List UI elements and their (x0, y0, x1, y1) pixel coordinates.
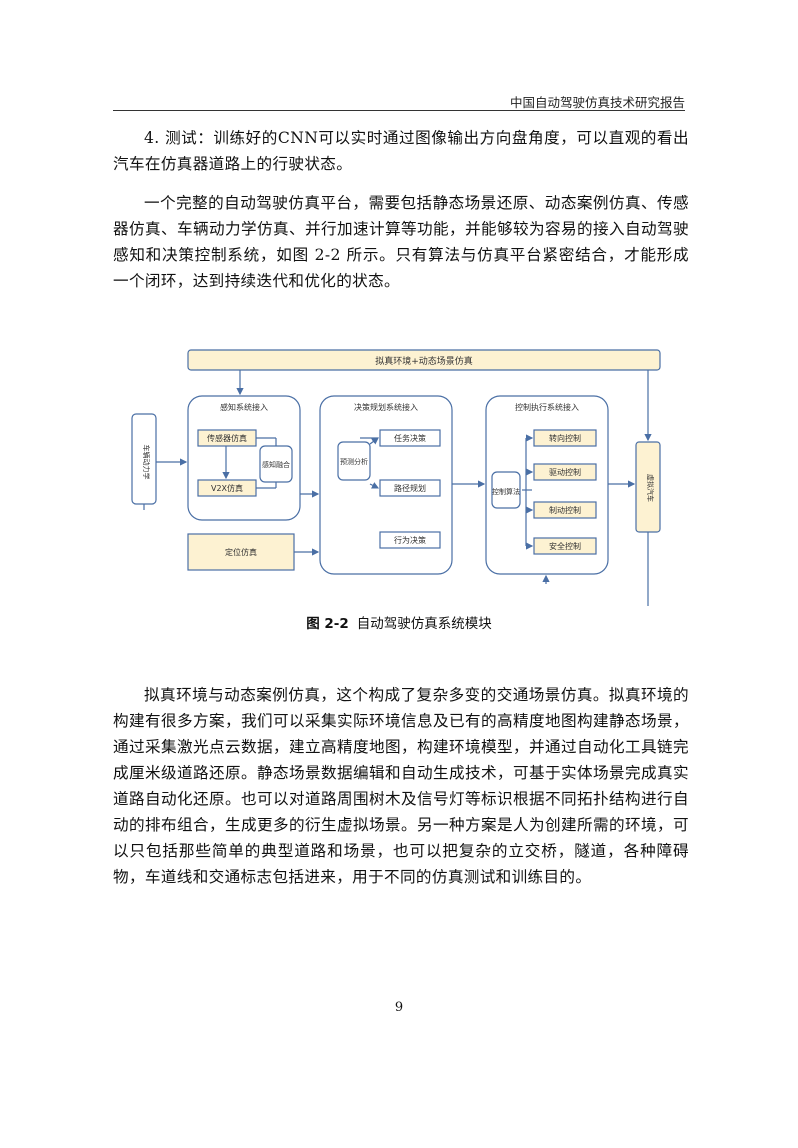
brake-box (533, 501, 597, 519)
top-bar-label: 拟真环境+动态场景仿真 (375, 355, 473, 367)
control-title: 控制执行系统接入 (515, 402, 579, 412)
task-decision-label: 任务决策 (394, 433, 426, 443)
brake-label: 制动控制 (549, 505, 581, 515)
vehicle-dynamics-label: 车辆动力学 (142, 445, 151, 480)
decision-title: 决策规划系统接入 (354, 402, 418, 412)
path-plan-box (379, 479, 441, 497)
header-title: 中国自动驾驶仿真技术研究报告 (509, 95, 685, 110)
figure-caption: 图 2-2 自动驾驶仿真系统模块 (0, 612, 798, 632)
path-plan-label: 路径规划 (394, 483, 426, 493)
predict-box (337, 441, 371, 481)
drive-label: 驱动控制 (549, 467, 581, 477)
page-number: 9 (394, 1000, 404, 1015)
fusion-label: 感知融合 (262, 460, 290, 469)
predict-label: 预测分析 (340, 457, 368, 466)
perception-group (187, 395, 301, 521)
safety-label: 安全控制 (549, 541, 581, 551)
paragraph-environment: 拟真环境与动态案例仿真，这个构成了复杂多变的交通场景仿真。拟真环境的构建有很多方… (113, 686, 689, 886)
paragraph-test-step: 4. 测试：训练好的CNN可以实时通过图像输出方向盘角度，可以直观的看出汽车在仿… (113, 129, 689, 173)
behavior-label: 行为决策 (394, 535, 426, 545)
control-algo-box (491, 471, 521, 509)
behavior-box (379, 531, 441, 549)
sensor-sim-label: 传感器仿真 (207, 433, 247, 443)
control-group (485, 395, 609, 575)
control-algo-label: 控制算法 (492, 487, 520, 496)
task-decision-box (379, 429, 441, 447)
figure-number: 图 2-2 (306, 616, 349, 632)
safety-box (533, 537, 597, 555)
top-bar-box (187, 349, 661, 371)
positioning-box (187, 533, 295, 571)
perception-title: 感知系统接入 (220, 402, 268, 412)
positioning-label: 定位仿真 (225, 547, 257, 557)
paragraph-platform: 一个完整的自动驾驶仿真平台，需要包括静态场景还原、动态案例仿真、传感器仿真、车辆… (113, 194, 689, 290)
decision-group (319, 395, 453, 575)
system-module-diagram: 拟真环境+动态场景仿真 感知系统接入 传感器仿真 V2X仿真 感知融合 定位仿真… (131, 349, 661, 606)
header-rule (113, 110, 685, 111)
steer-box (533, 429, 597, 447)
v2x-sim-label: V2X仿真 (211, 483, 243, 493)
virtual-car-label: 虚拟汽车 (646, 474, 655, 502)
drive-box (533, 463, 597, 481)
steer-label: 转向控制 (549, 433, 581, 443)
figure-title: 自动驾驶仿真系统模块 (356, 616, 492, 632)
